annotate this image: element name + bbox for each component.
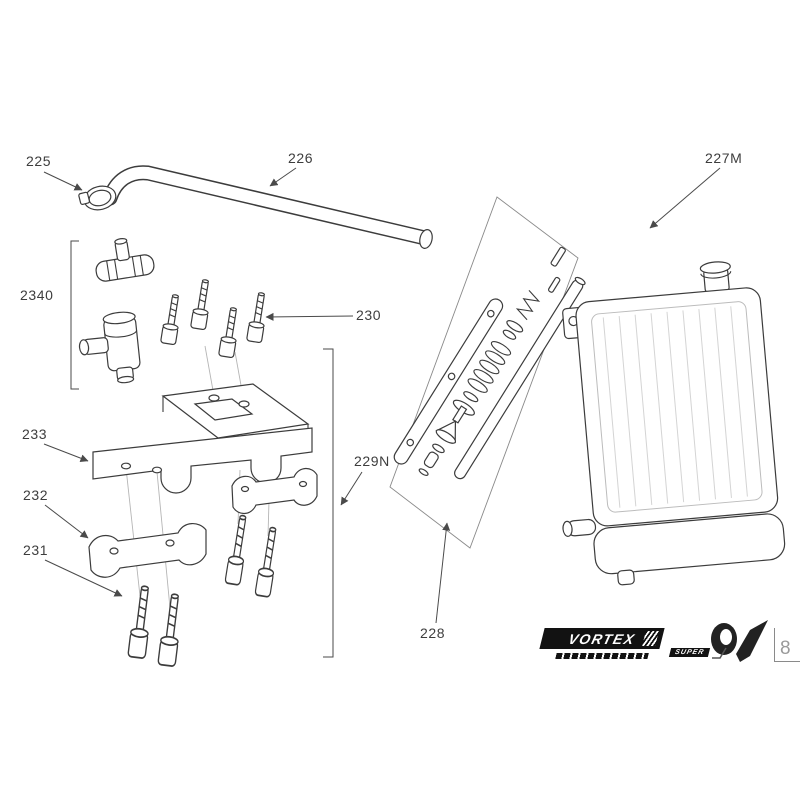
part-230-bolts [159,278,270,359]
vortex-logo-text: VORTEX [566,630,638,647]
super-rok-logo-icon [711,620,768,662]
vortex-logo-box: VORTEX [539,628,665,649]
callout-231: 231 [23,542,49,558]
title-block-divider [774,628,775,662]
callout-232: 232 [23,487,49,503]
part-2340-fittings [78,237,155,384]
part-227m-radiator [562,261,786,586]
callout-227m: 227M [705,150,743,166]
page-number: 8 [780,638,791,659]
part-225-hose-clamp [78,185,117,211]
callout-229n: 229N [354,453,390,469]
part-232-saddle-clamp [88,523,207,578]
callout-225: 225 [26,153,52,169]
callout-233: 233 [22,426,48,442]
group-bracket-2340 [70,240,79,390]
super-label: SUPER [668,648,711,657]
part-233-mount-bracket [92,383,318,515]
callout-230: 230 [356,307,382,323]
vortex-logo-subbar [555,653,649,659]
callout-228: 228 [420,625,446,641]
leader-lines [43,167,721,624]
callout-2340: 2340 [20,287,54,303]
callout-226: 226 [288,150,314,166]
title-block-baseline [774,661,800,662]
group-box-228 [389,196,579,549]
group-bracket-229n [323,348,334,658]
part-228-thermostat-assembly [393,246,586,480]
vortex-logo: VORTEX [539,628,665,659]
super-rok-logo: SUPER [668,618,772,662]
